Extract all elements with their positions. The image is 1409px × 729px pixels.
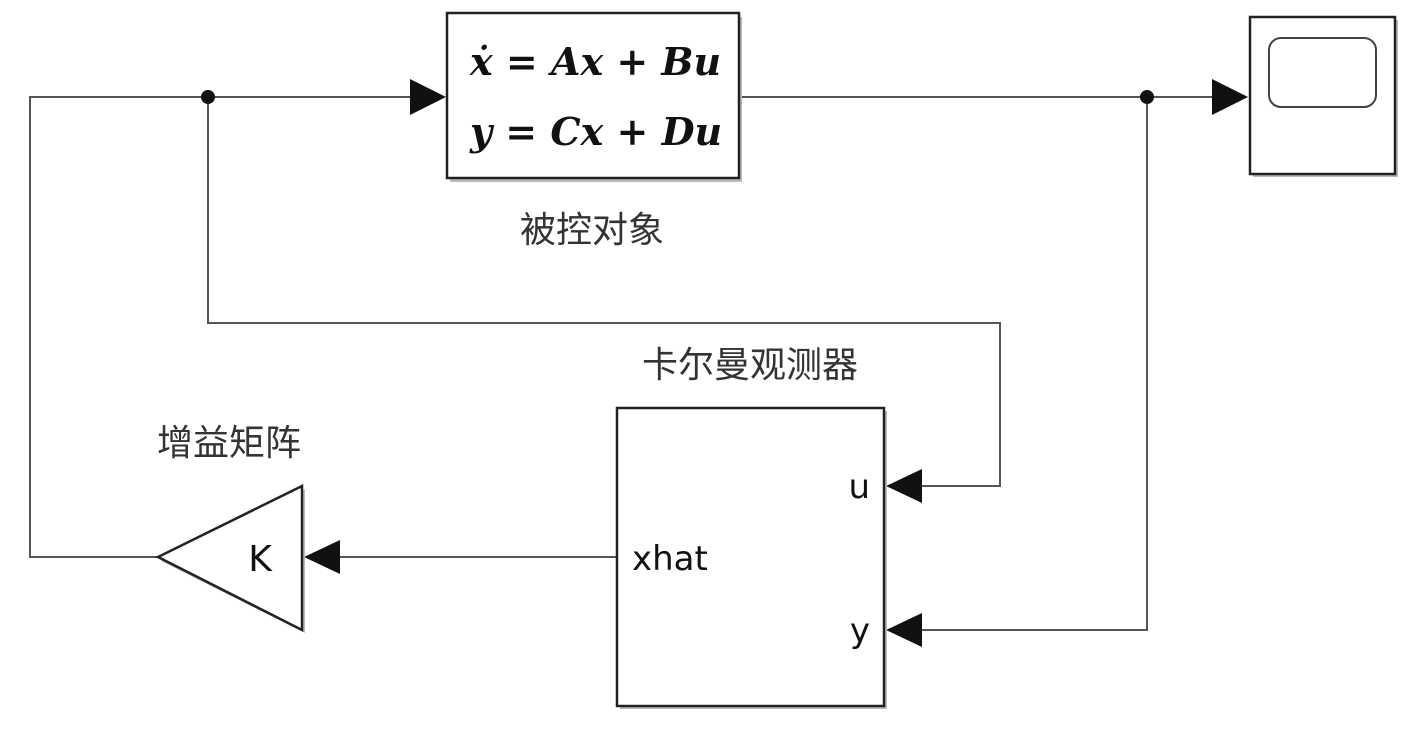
plant-equation-state: ẋ = Ax + Bu	[469, 39, 721, 84]
plant-equation-output: y = Cx + Du	[469, 109, 722, 154]
gain-label: 增益矩阵	[157, 423, 301, 464]
observer-port-u-label: u	[848, 467, 870, 507]
wire-u-to-observer	[207, 97, 1001, 487]
observer-port-xhat-label: xhat	[632, 539, 708, 579]
junction-y	[1140, 90, 1154, 104]
observer-block[interactable]: u y xhat	[615, 406, 887, 709]
scope-block[interactable]	[1248, 15, 1398, 177]
arrow-into-plant	[410, 79, 446, 115]
observer-port-y-label: y	[850, 611, 870, 651]
wire-y-to-observer	[922, 97, 1148, 631]
arrow-into-observer-u	[886, 469, 922, 503]
gain-symbol: K	[248, 539, 273, 580]
junction-u	[201, 90, 215, 104]
arrow-into-scope	[1212, 79, 1248, 115]
gain-block[interactable]: K	[155, 483, 305, 633]
arrow-into-observer-y	[886, 613, 922, 647]
scope-screen-icon	[1268, 37, 1377, 108]
wire-gain-to-plant	[29, 96, 410, 558]
arrow-into-gain	[304, 540, 340, 574]
observer-label: 卡尔曼观测器	[642, 345, 858, 386]
plant-block[interactable]: ẋ = Ax + Bu y = Cx + Du	[445, 11, 742, 182]
plant-label: 被控对象	[520, 210, 664, 251]
